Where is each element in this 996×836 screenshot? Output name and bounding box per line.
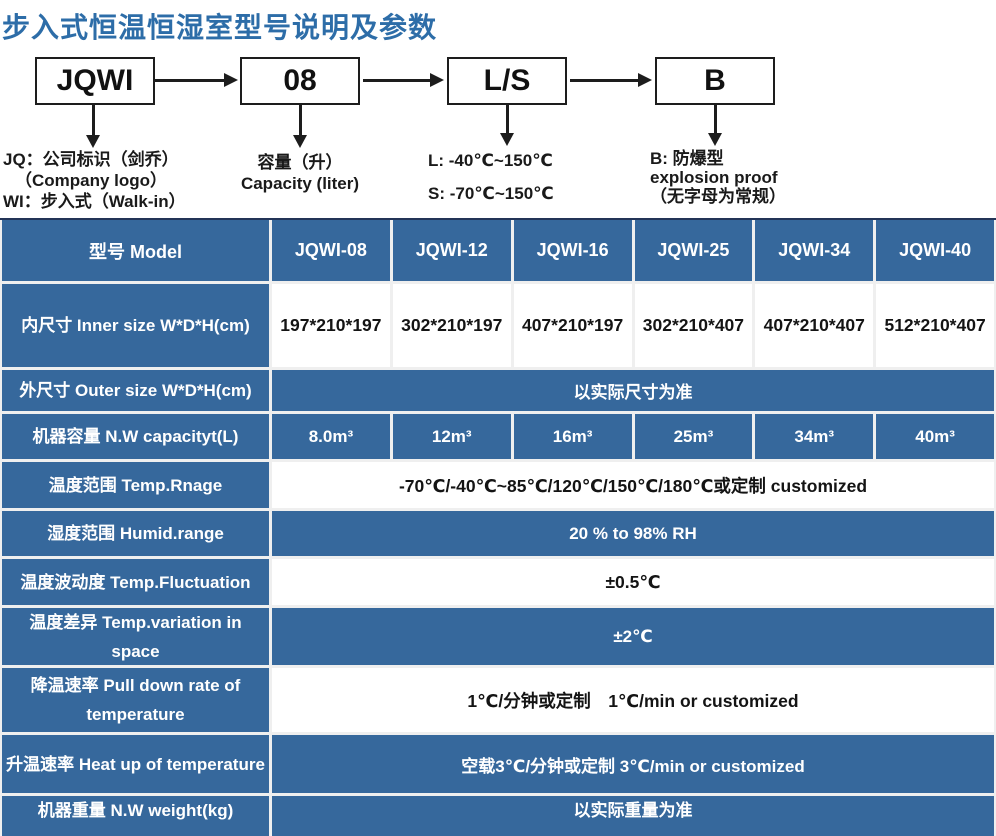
caption-line: L: -40℃~150℃ [428, 151, 553, 170]
spec-value-cell: 34m³ [755, 414, 874, 459]
down-arrow-icon [293, 104, 307, 148]
row-label: 机器重量 N.W weight(kg) [2, 796, 269, 836]
row-label: 内尺寸 Inner size W*D*H(cm) [2, 284, 269, 367]
row-label: 升温速率 Heat up of temperature [2, 735, 269, 793]
spec-table: 型号 Model JQWI-08 JQWI-12 JQWI-16 JQWI-25… [0, 218, 996, 836]
row-label: 降温速率 Pull down rate of temperature [2, 668, 269, 732]
caption-line: Capacity (liter) [240, 174, 360, 193]
caption-line: （无字母为常规） [650, 187, 786, 206]
caption-explosion-proof: B: 防爆型 explosion proof （无字母为常规） [650, 149, 786, 206]
caption-line: 容量（升） [257, 153, 343, 172]
caption-company-logo: JQ：公司标识（剑乔） （Company logo） WI：步入式（Walk-i… [3, 149, 186, 212]
model-header-cell: JQWI-12 [392, 220, 511, 281]
caption-line: S: -70℃~150℃ [428, 184, 554, 203]
model-flow-diagram: JQWI 08 L/S B JQ：公司标识（剑乔） （Company logo）… [0, 0, 996, 218]
page-title: 步入式恒温恒湿室型号说明及参数 [2, 12, 438, 43]
model-header-cell: JQWI-40 [876, 220, 994, 281]
model-header-cell: JQWI-34 [755, 220, 874, 281]
caption-line: B: 防爆型 [650, 149, 724, 168]
down-arrow-icon [708, 104, 722, 146]
caption-temp-codes: L: -40℃~150℃ S: -70℃~150℃ [428, 151, 554, 204]
model-header-cell: JQWI-16 [513, 220, 632, 281]
spec-value-cell: 407*210*407 [755, 284, 874, 367]
row-label: 温度范围 Temp.Rnage [2, 462, 269, 508]
model-box-jqwi: JQWI [35, 57, 155, 105]
model-header-cell: JQWI-25 [634, 220, 753, 281]
caption-capacity: 容量（升） Capacity (liter) [180, 152, 420, 194]
down-arrow-icon [86, 104, 100, 148]
spec-value-cell: 12m³ [392, 414, 511, 459]
spec-value-cell: 40m³ [876, 414, 994, 459]
caption-line: WI：步入式（Walk-in） [3, 192, 186, 211]
row-label: 温度差异 Temp.variation in space [2, 608, 269, 665]
spec-span-cell: 1℃/分钟或定制 1℃/min or customized [272, 668, 994, 732]
spec-span-cell: 20 % to 98% RH [272, 511, 994, 556]
spec-span-cell: 以实际尺寸为准 [272, 370, 994, 411]
spec-value-cell: 302*210*197 [392, 284, 511, 367]
spec-value-cell: 25m³ [634, 414, 753, 459]
right-arrow-icon [570, 73, 652, 87]
spec-value-cell: 302*210*407 [634, 284, 753, 367]
spec-span-cell: 以实际重量为准 [272, 796, 994, 836]
right-arrow-icon [363, 73, 444, 87]
model-header-cell: JQWI-08 [272, 220, 390, 281]
caption-line: explosion proof [650, 168, 778, 187]
spec-span-cell: ±2℃ [272, 608, 994, 665]
right-arrow-icon [155, 73, 238, 87]
spec-value-cell: 16m³ [513, 414, 632, 459]
model-box-temp-code: L/S [447, 57, 567, 105]
down-arrow-icon [500, 104, 514, 146]
row-label: 外尺寸 Outer size W*D*H(cm) [2, 370, 269, 411]
spec-value-cell: 8.0m³ [272, 414, 390, 459]
spec-value-cell: 512*210*407 [876, 284, 994, 367]
row-label: 机器容量 N.W capacityt(L) [2, 414, 269, 459]
spec-value-cell: 197*210*197 [272, 284, 390, 367]
model-column-header: 型号 Model [2, 220, 269, 281]
caption-line: （Company logo） [15, 171, 168, 190]
spec-span-cell: 空载3℃/分钟或定制 3℃/min or customized [272, 735, 994, 793]
row-label: 湿度范围 Humid.range [2, 511, 269, 556]
caption-line: JQ：公司标识（剑乔） [3, 150, 179, 169]
spec-value-cell: 407*210*197 [513, 284, 632, 367]
model-box-capacity: 08 [240, 57, 360, 105]
spec-span-cell: ±0.5℃ [272, 559, 994, 605]
spec-span-cell: -70℃/-40℃~85℃/120℃/150℃/180℃或定制 customiz… [272, 462, 994, 508]
model-box-explosion: B [655, 57, 775, 105]
row-label: 温度波动度 Temp.Fluctuation [2, 559, 269, 605]
